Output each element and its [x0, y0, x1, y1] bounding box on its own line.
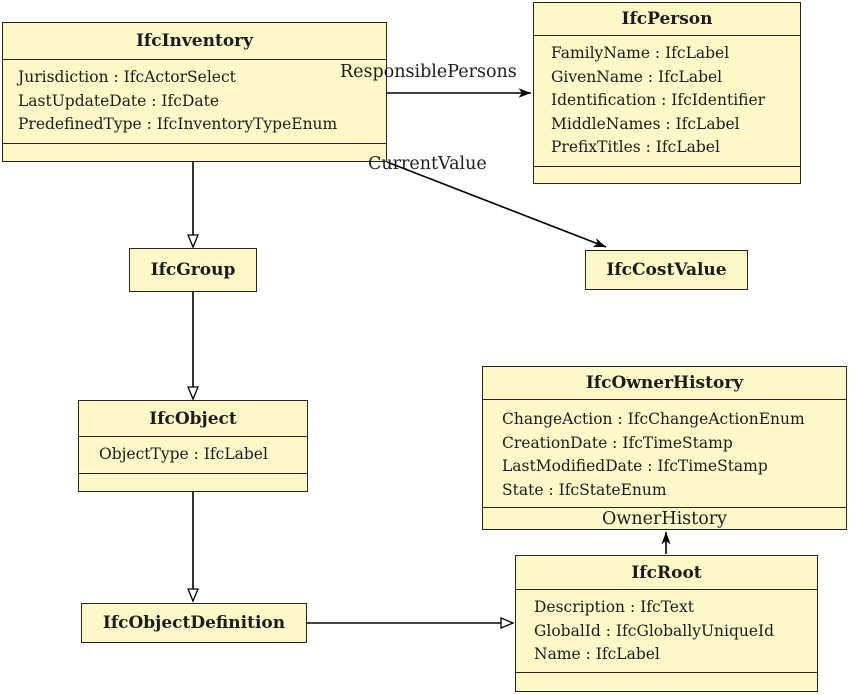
class-operations-empty: [516, 673, 817, 691]
class-attribute: FamilyName : IfcLabel: [551, 44, 730, 62]
class-attribute: GivenName : IfcLabel: [551, 67, 723, 86]
class-box-ifcperson: IfcPerson FamilyName : IfcLabel GivenNam…: [533, 2, 801, 184]
class-attributes: FamilyName : IfcLabel GivenName : IfcLab…: [534, 36, 800, 167]
class-attribute: ChangeAction : IfcChangeActionEnum: [502, 410, 805, 428]
class-title: IfcObjectDefinition: [102, 613, 286, 633]
class-attribute: State : IfcStateEnum: [502, 480, 667, 499]
class-operations-empty: [79, 474, 307, 491]
class-box-ifcgroup: IfcGroup: [129, 248, 257, 292]
class-operations-empty: [534, 167, 800, 183]
class-attributes: Jurisdiction : IfcActorSelect LastUpdate…: [3, 60, 386, 144]
class-box-ifcinventory: IfcInventory Jurisdiction : IfcActorSele…: [2, 22, 387, 162]
class-attribute: Description : IfcText: [534, 598, 694, 616]
class-operations-empty: [3, 144, 386, 161]
class-attribute: LastUpdateDate : IfcDate: [18, 91, 220, 110]
class-attribute: CreationDate : IfcTimeStamp: [502, 433, 733, 452]
class-attributes: ObjectType : IfcLabel: [79, 437, 307, 474]
edge-label-currentvalue: CurrentValue: [368, 154, 487, 174]
class-title: IfcObject: [79, 401, 307, 437]
class-attribute: PredefinedType : IfcInventoryTypeEnum: [18, 115, 338, 133]
class-title: IfcGroup: [150, 260, 236, 280]
class-attribute: GlobalId : IfcGloballyUniqueId: [534, 621, 775, 640]
class-title: IfcOwnerHistory: [483, 367, 846, 400]
class-attribute: Jurisdiction : IfcActorSelect: [18, 68, 236, 86]
edge-label-ownerhistory: OwnerHistory: [602, 508, 727, 529]
edge-label-responsiblepersons: ResponsiblePersons: [340, 62, 517, 82]
class-title: IfcInventory: [3, 23, 386, 60]
class-attributes: ChangeAction : IfcChangeActionEnum Creat…: [483, 400, 846, 508]
class-box-ifcroot: IfcRoot Description : IfcText GlobalId :…: [515, 555, 818, 692]
class-attribute: ObjectType : IfcLabel: [99, 445, 268, 463]
class-box-ifcobjectdefinition: IfcObjectDefinition: [81, 603, 307, 643]
class-title: IfcCostValue: [606, 260, 727, 280]
class-attribute: Identification : IfcIdentifier: [551, 91, 766, 109]
class-attribute: MiddleNames : IfcLabel: [551, 114, 740, 133]
class-box-ifcownerhistory: IfcOwnerHistory ChangeAction : IfcChange…: [482, 366, 847, 530]
class-box-ifcobject: IfcObject ObjectType : IfcLabel: [78, 400, 308, 492]
class-box-ifccostvalue: IfcCostValue: [585, 250, 748, 290]
class-title: IfcPerson: [534, 3, 800, 36]
class-attribute: Name : IfcLabel: [534, 645, 660, 663]
class-attribute: LastModifiedDate : IfcTimeStamp: [502, 457, 768, 475]
class-title: IfcRoot: [516, 556, 817, 590]
class-attributes: Description : IfcText GlobalId : IfcGlob…: [516, 590, 817, 673]
class-attribute: PrefixTitles : IfcLabel: [551, 138, 720, 156]
